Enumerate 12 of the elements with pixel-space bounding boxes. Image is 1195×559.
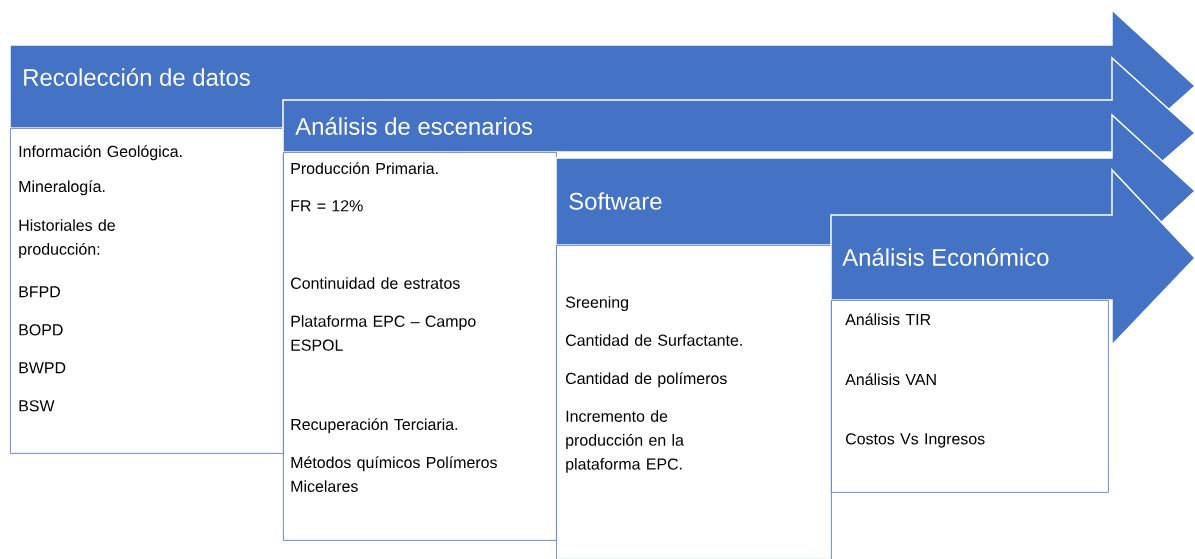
node-label: Cantidad de polímeros bbox=[566, 372, 727, 388]
node-label: Recolección de datos bbox=[24, 68, 250, 86]
node-label: Análisis Económico bbox=[842, 248, 1049, 266]
node-label: Análisis de escenarios bbox=[295, 117, 533, 135]
text-box: Información Geológica. Mineralogía. Historiales de producción: BFPD BOPD BWPD BSW bbox=[10, 128, 284, 454]
text-box: Análisis TIR Análisis VAN Costos Vs Ingresos bbox=[831, 300, 1109, 493]
node-label: Software bbox=[569, 192, 662, 210]
node-label: Sreening bbox=[565, 296, 628, 312]
text-box: Producción Primaria. FR = 12% Continuidad de estratos Plataforma EPC – Campo ESPOL Recuperación Terciaria. Métodos químicos Polímeros Micelares bbox=[283, 152, 557, 541]
text-box: Sreening Cantidad de Surfactante. Cantidad de polímeros Incremento de producción en la plataforma EPC. bbox=[556, 245, 832, 559]
node-label: Incremento de producción en la plataforma EPC. bbox=[566, 410, 684, 473]
node-label: Cantidad de Surfactante. bbox=[566, 334, 742, 346]
